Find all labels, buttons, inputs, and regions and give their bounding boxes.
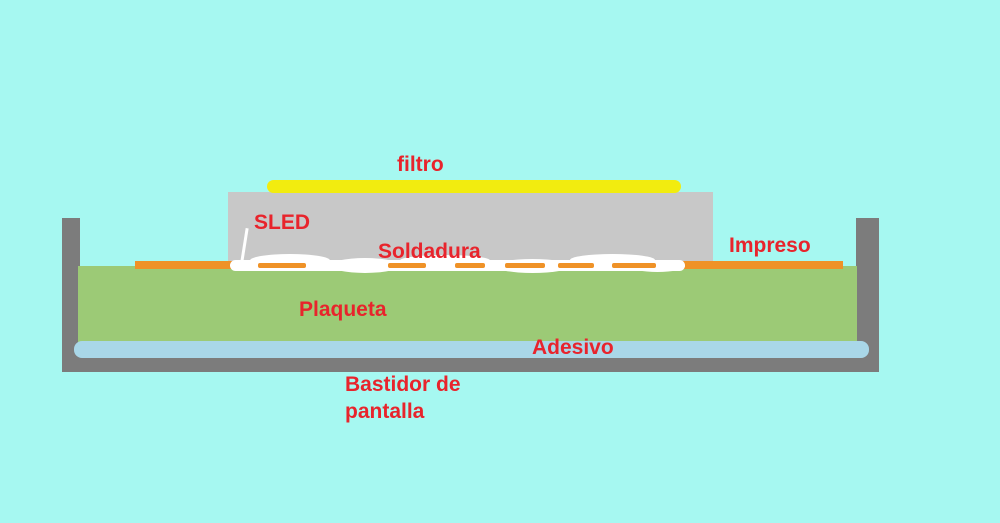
solder-dash bbox=[388, 263, 426, 268]
label-bastidor: Bastidor de pantalla bbox=[345, 371, 461, 425]
solder-dash bbox=[505, 263, 545, 268]
frame-left-wall bbox=[62, 218, 80, 372]
label-bastidor-line1: Bastidor de bbox=[345, 373, 461, 396]
solder-dash bbox=[558, 263, 594, 268]
label-sled: SLED bbox=[254, 211, 311, 234]
label-soldadura: Soldadura bbox=[378, 240, 481, 263]
frame-bottom-bar bbox=[62, 356, 879, 372]
filter-bar bbox=[267, 180, 681, 193]
label-adesivo: Adesivo bbox=[532, 336, 614, 359]
label-filtro: filtro bbox=[397, 153, 444, 176]
label-bastidor-line2: pantalla bbox=[345, 400, 425, 423]
label-impreso: Impreso bbox=[729, 234, 811, 257]
frame-right-wall bbox=[856, 218, 879, 372]
solder-dash bbox=[612, 263, 656, 268]
solder-dash bbox=[455, 263, 485, 268]
board-plaqueta-layer bbox=[78, 266, 857, 343]
label-plaqueta: Plaqueta bbox=[299, 298, 387, 321]
adhesive-layer bbox=[74, 341, 869, 358]
solder-dash bbox=[258, 263, 306, 268]
solder-white-blob bbox=[400, 255, 490, 266]
sled-block bbox=[228, 192, 713, 261]
solder-white-blob bbox=[330, 258, 400, 273]
